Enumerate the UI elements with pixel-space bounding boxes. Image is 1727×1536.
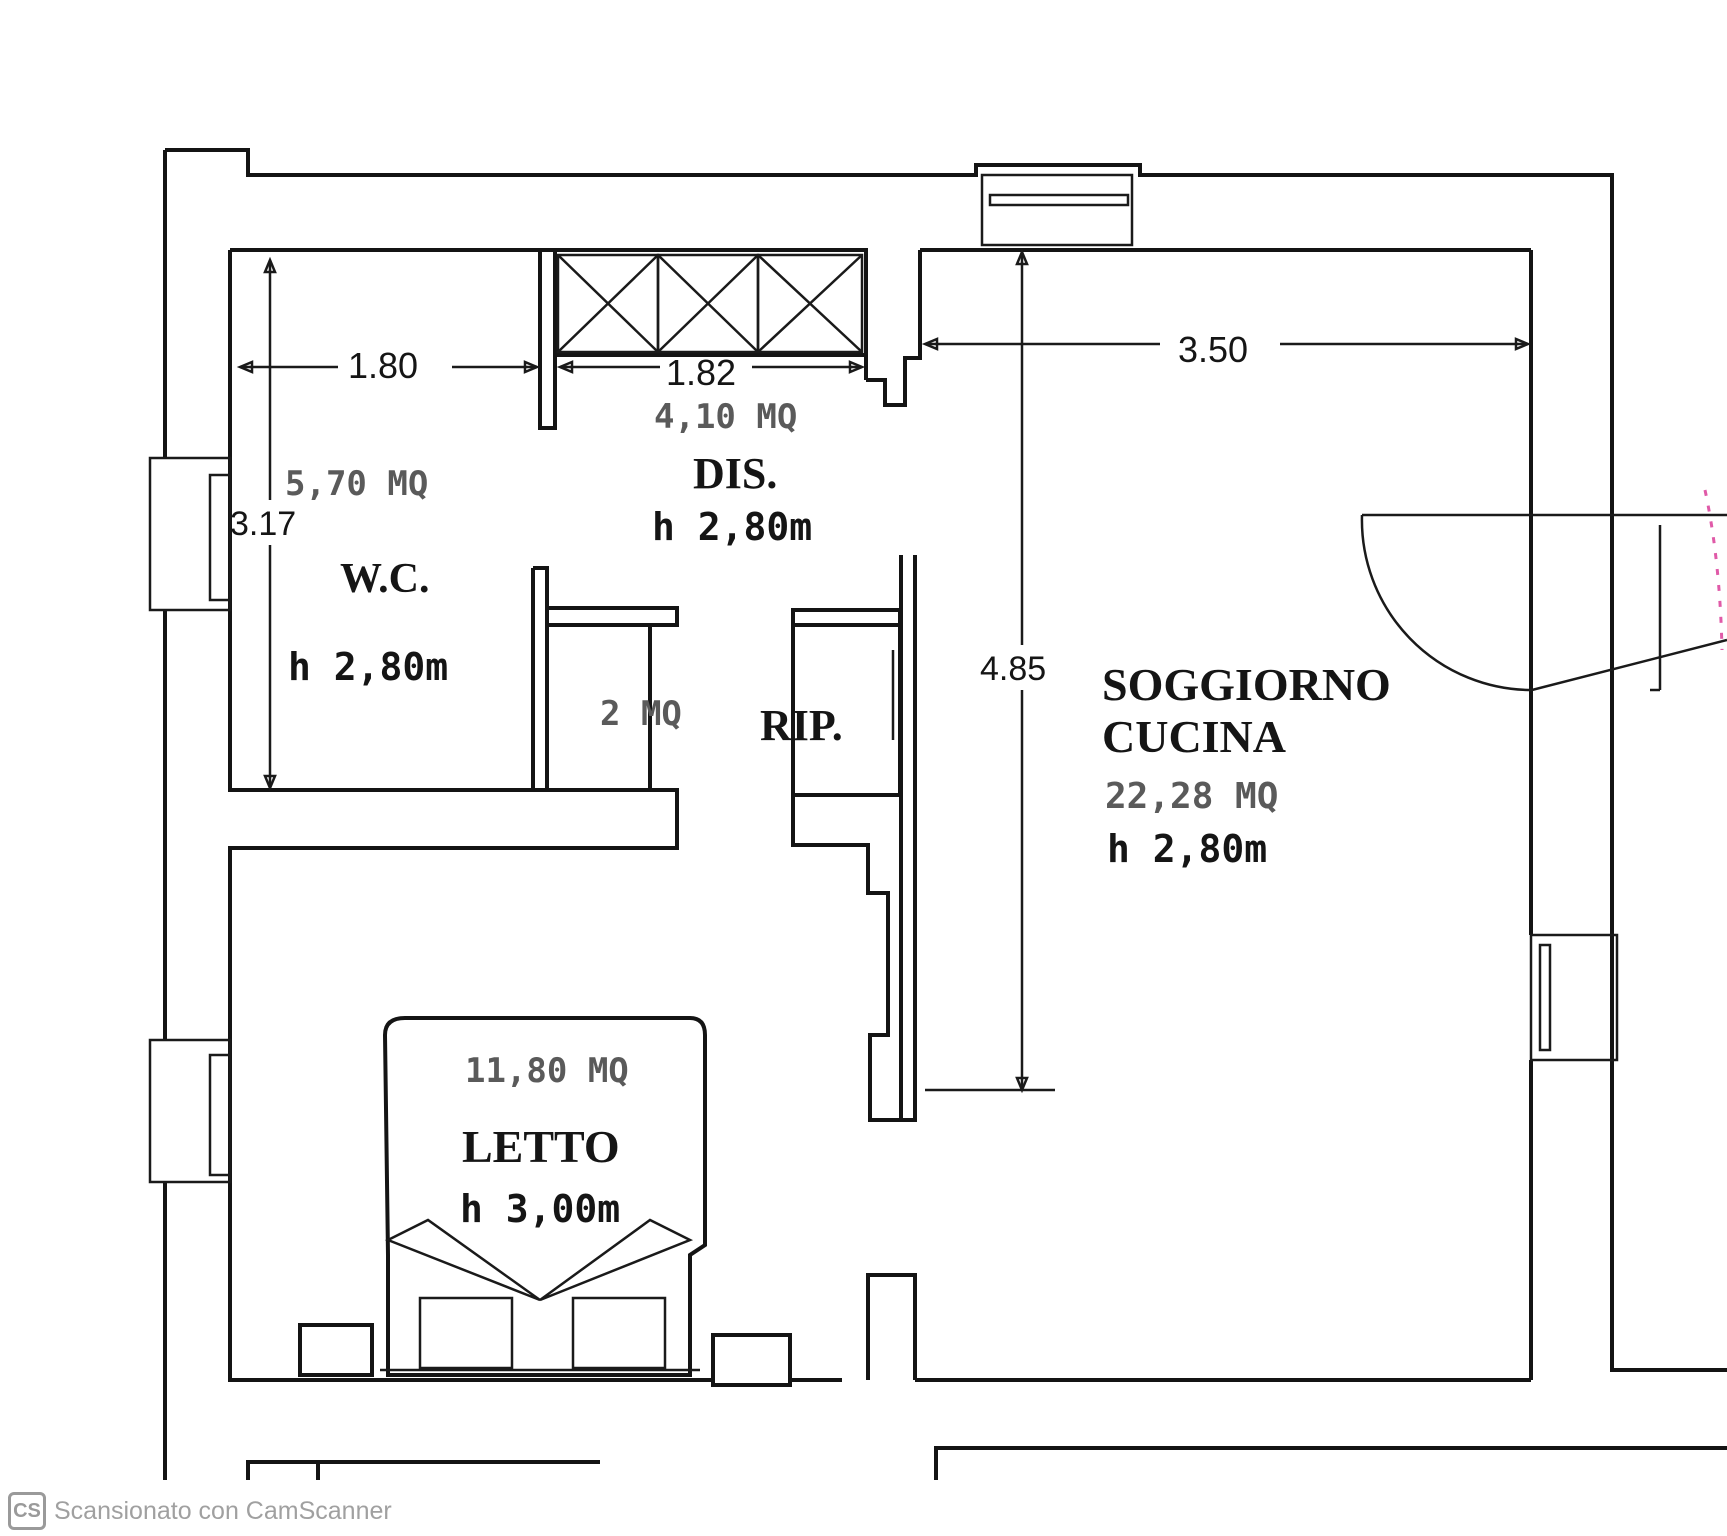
camscanner-logo: CS bbox=[8, 1492, 46, 1530]
area-label: 22,28 MQ bbox=[1105, 776, 1278, 817]
height-label: h 2,80m bbox=[652, 505, 812, 549]
room-letto: 11,80 MQ LETTO h 3,00m bbox=[460, 1051, 629, 1231]
door-swing bbox=[1360, 513, 1727, 692]
height-label: h 2,80m bbox=[1107, 827, 1267, 871]
dim-soggiorno-width: 3.50 bbox=[1178, 329, 1248, 370]
room-wc: 5,70 MQ W.C. h 2,80m bbox=[285, 464, 448, 689]
room-name: W.C. bbox=[340, 556, 429, 602]
outer-walls bbox=[148, 148, 1727, 1480]
room-name: DIS. bbox=[693, 449, 777, 498]
room-name-line1: SOGGIORNO bbox=[1102, 659, 1391, 710]
area-label: 2 MQ bbox=[600, 694, 682, 734]
room-name-line2: CUCINA bbox=[1102, 711, 1286, 762]
dim-soggiorno-depth: 4.85 bbox=[980, 650, 1046, 688]
scanner-watermark: CS Scansionato con CamScanner bbox=[0, 1486, 1727, 1536]
area-label: 11,80 MQ bbox=[465, 1051, 629, 1091]
room-dis: 4,10 MQ DIS. h 2,80m bbox=[652, 397, 812, 549]
dim-wc-width: 1.80 bbox=[348, 345, 418, 386]
room-soggiorno: SOGGIORNO CUCINA 22,28 MQ h 2,80m bbox=[1102, 659, 1391, 871]
area-label: 5,70 MQ bbox=[285, 464, 428, 504]
dimension-lines bbox=[236, 248, 1532, 1094]
watermark-text: Scansionato con CamScanner bbox=[54, 1496, 392, 1525]
height-label: h 3,00m bbox=[460, 1187, 620, 1231]
nightstand-right bbox=[711, 1333, 792, 1387]
dim-dis-width: 1.82 bbox=[666, 352, 736, 393]
room-rip: 2 MQ RIP. bbox=[600, 694, 843, 750]
nightstand-left bbox=[298, 1323, 374, 1377]
area-label: 4,10 MQ bbox=[654, 397, 797, 437]
room-name: LETTO bbox=[462, 1121, 620, 1172]
bed bbox=[380, 1016, 707, 1377]
height-label: h 2,80m bbox=[288, 645, 448, 689]
pink-edge-mark bbox=[1703, 489, 1724, 651]
dim-wc-depth: 3.17 bbox=[230, 505, 296, 543]
wardrobe bbox=[556, 253, 864, 354]
room-name: RIP. bbox=[760, 701, 843, 750]
